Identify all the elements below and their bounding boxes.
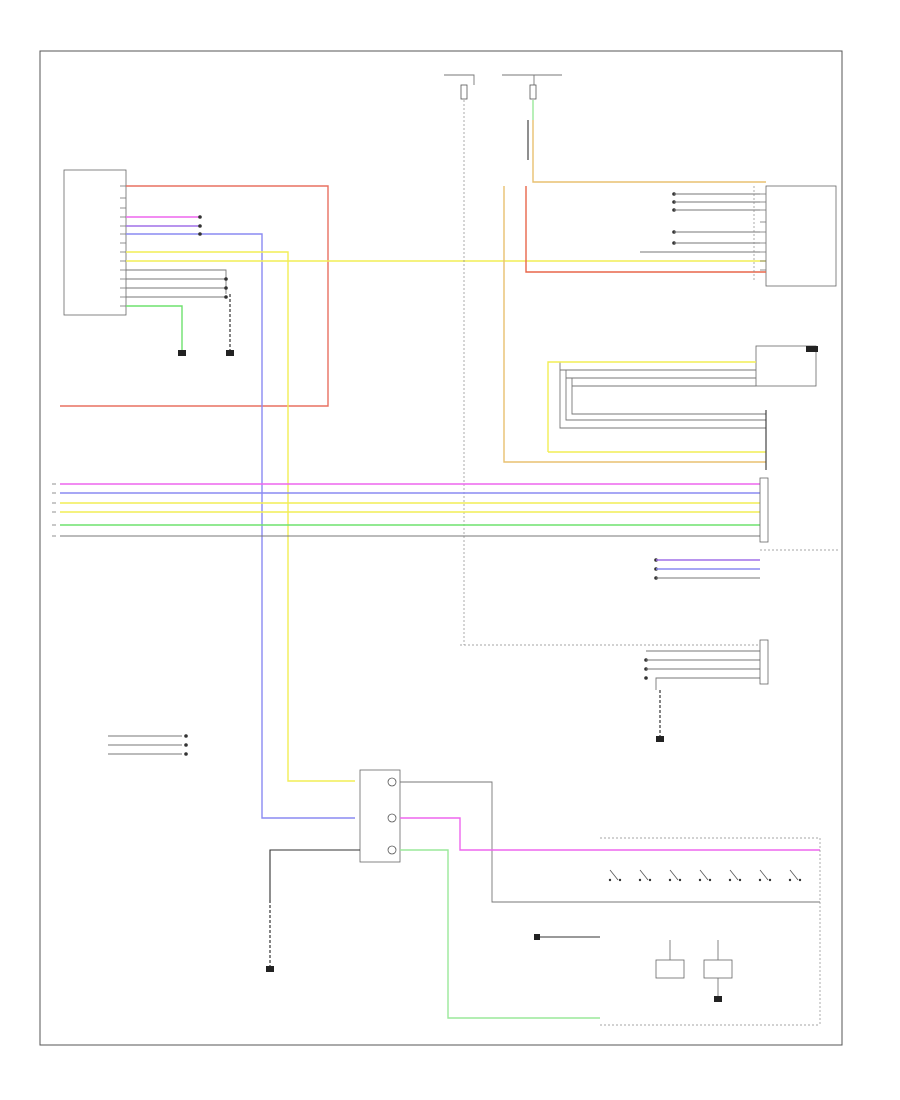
fuse-1 xyxy=(460,84,468,100)
left-module-box xyxy=(63,169,127,316)
wire-red-top-loop xyxy=(60,185,329,407)
right-top-connector-dots xyxy=(672,192,676,245)
splice-1 xyxy=(387,777,397,787)
splice-2 xyxy=(387,813,397,823)
ground-symbol-bottom xyxy=(266,966,274,972)
brm-component-1 xyxy=(655,959,685,979)
wire-light-green-bottom xyxy=(400,849,600,1019)
bus-wires xyxy=(52,477,769,543)
splice-box xyxy=(359,769,401,863)
left-control-module xyxy=(63,169,127,316)
brm-comp-2-ground xyxy=(714,996,722,1002)
right-middle-module xyxy=(503,186,818,470)
left-module-pin-ticks xyxy=(120,185,126,307)
diagram-frame xyxy=(39,50,843,1046)
wire-yellow-right-mid xyxy=(547,361,756,452)
wire-gray-to-ground-1 xyxy=(126,269,227,294)
wire-tan-long-vert xyxy=(503,186,766,463)
right-top-module-ticks xyxy=(760,193,766,271)
left-lower-block xyxy=(108,734,188,756)
ground-symbol-right xyxy=(656,736,664,742)
fuse-wire-right xyxy=(502,74,535,85)
rl2-connector xyxy=(759,639,769,685)
wire-magenta-bottom xyxy=(400,817,820,851)
ground-symbol-left-2 xyxy=(178,350,186,356)
bottom-right-module xyxy=(534,837,821,1026)
brm-component-2 xyxy=(703,959,733,979)
splice-right-1 xyxy=(400,781,600,903)
rm-shield-outer xyxy=(559,362,766,429)
fuse-block-top xyxy=(444,74,766,645)
wire-yellow-down xyxy=(126,251,355,782)
right-top-module-box xyxy=(765,185,837,287)
brm-switches xyxy=(609,869,799,881)
right-lower-block-1 xyxy=(654,549,840,580)
right-lower-block-2 xyxy=(460,639,769,742)
wire-blue-long-down xyxy=(126,233,355,819)
left-connector-dots xyxy=(198,215,228,299)
wire-orange-red-right xyxy=(525,186,766,273)
brm-switch-contacts xyxy=(608,878,802,882)
fuse-wire-left xyxy=(444,74,475,85)
fuse-2 xyxy=(529,84,537,100)
right-mid-module-badge xyxy=(806,346,818,352)
wire-green-to-ground xyxy=(126,305,183,350)
wire-black-splice-left xyxy=(269,849,360,900)
rl2-wire-4-ground xyxy=(655,677,760,690)
bus-right-connector xyxy=(759,477,769,543)
rm-shield-inner xyxy=(565,370,766,421)
splice-3 xyxy=(387,845,397,855)
ground-symbol-left-1 xyxy=(226,350,234,356)
right-mid-module-box xyxy=(755,345,817,387)
bus-left-ticks xyxy=(52,483,56,537)
wire-tan-from-fuse-2 xyxy=(532,120,766,183)
rm-shield-inner-2 xyxy=(571,378,766,415)
right-top-module xyxy=(525,185,837,287)
brm-feed-terminal xyxy=(534,934,540,940)
splice-block xyxy=(266,769,820,1019)
